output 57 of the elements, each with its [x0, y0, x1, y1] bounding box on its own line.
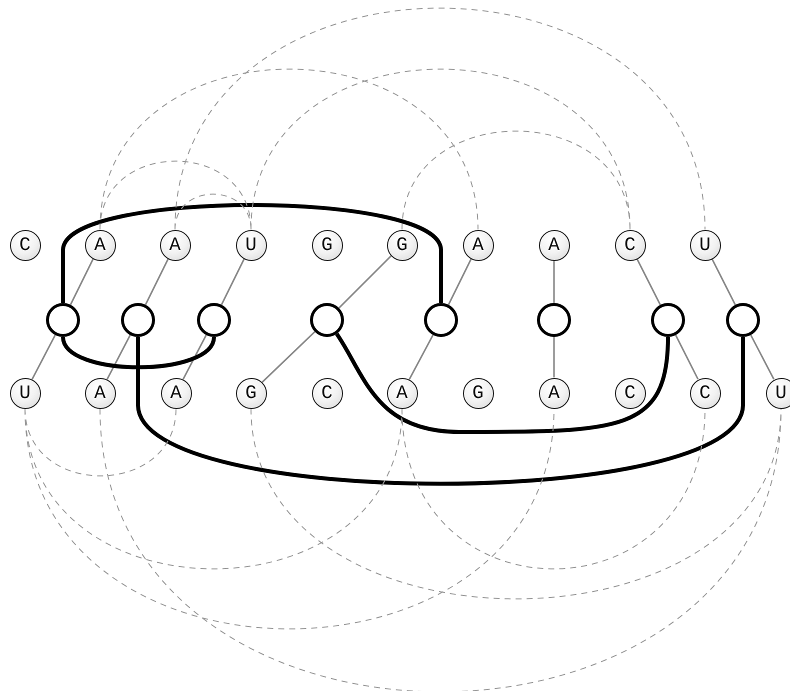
- dashed-arc: [24, 408, 176, 476]
- dashed-arc: [174, 8, 706, 230]
- connector-line: [750, 334, 775, 380]
- connector-line: [144, 258, 169, 306]
- nucleotide-circle: G: [462, 378, 494, 408]
- connector-line: [182, 334, 207, 380]
- connector-line: [553, 337, 555, 378]
- nucleotide-circle: A: [538, 230, 570, 260]
- dashed-arc: [100, 408, 782, 691]
- nucleotide-circle: C: [10, 230, 40, 260]
- dashed-arc: [402, 130, 630, 230]
- nucleotide-circle: G: [236, 378, 266, 408]
- connector-line: [106, 334, 131, 380]
- bond-arc: [61, 336, 216, 370]
- connector-line: [338, 255, 392, 309]
- node-circle: [121, 303, 155, 337]
- node-circle: [424, 303, 458, 337]
- node-circle: [537, 303, 571, 337]
- nucleotide-circle: C: [614, 378, 646, 408]
- node-circle: [726, 303, 760, 337]
- node-circle: [651, 303, 685, 337]
- nucleotide-circle: A: [84, 378, 116, 408]
- connector-line: [674, 334, 699, 380]
- nucleotide-circle: U: [766, 378, 790, 408]
- connector-line: [220, 258, 245, 306]
- nucleotide-circle: U: [690, 230, 720, 260]
- nucleotide-circle: G: [312, 230, 342, 260]
- bond-arc: [136, 337, 745, 486]
- node-circle: [197, 303, 231, 337]
- nucleotide-circle: A: [538, 378, 570, 408]
- nucleotide-circle: C: [614, 230, 646, 260]
- nucleotide-circle: A: [160, 378, 192, 408]
- connector-line: [448, 258, 472, 306]
- node-circle: [46, 303, 80, 337]
- connector-line: [31, 334, 56, 380]
- nucleotide-circle: A: [160, 230, 190, 260]
- nucleotide-circle: A: [462, 230, 494, 260]
- dashed-arc: [24, 408, 554, 630]
- nucleotide-circle: U: [236, 230, 266, 260]
- nucleotide-circle: G: [386, 230, 418, 260]
- connector-line: [711, 258, 736, 306]
- nucleotide-circle: U: [10, 378, 40, 408]
- nucleotide-circle: C: [690, 378, 720, 408]
- nucleotide-circle: A: [84, 230, 116, 260]
- dashed-arc: [100, 68, 478, 230]
- connector-line: [70, 258, 94, 306]
- nucleotide-circle: A: [386, 378, 418, 408]
- dashed-arc: [250, 68, 630, 230]
- node-circle: [310, 303, 344, 337]
- bond-arc: [335, 332, 670, 434]
- connector-line: [262, 331, 316, 383]
- dashed-arc: [250, 408, 782, 600]
- connector-line: [553, 260, 555, 303]
- nucleotide-circle: C: [312, 378, 342, 408]
- connector-line: [636, 258, 662, 306]
- bond-arc: [61, 203, 443, 303]
- connector-line: [408, 334, 434, 380]
